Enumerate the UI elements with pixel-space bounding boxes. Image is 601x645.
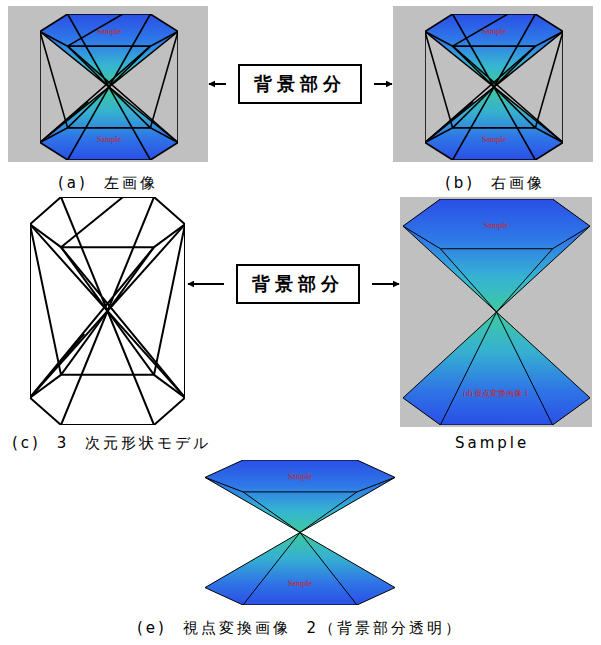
box-text: 背景部分: [254, 72, 346, 95]
label-box: 背景部分: [236, 264, 360, 304]
sub-caption: (e) 視点変換画像 2（背景部分透明）: [137, 619, 463, 637]
label-box: 背景部分: [238, 64, 362, 104]
texture-text: Sample: [482, 136, 506, 144]
box-text: 背景部分: [252, 272, 344, 295]
texture-text: Sample: [484, 222, 508, 230]
shape-model: [30, 197, 185, 425]
background-area: [393, 6, 593, 162]
background-area: [400, 197, 592, 427]
sub-caption: (a) 左画像: [58, 174, 158, 192]
sub-caption: (b) 右画像: [445, 174, 545, 192]
pointer-arrow: [209, 83, 226, 85]
rendered-shape: [403, 199, 590, 425]
sub-caption: Sample: [455, 434, 529, 452]
pointer-arrow: [374, 83, 392, 85]
texture-text: Sample: [288, 473, 312, 481]
rendered-shape: [205, 460, 395, 605]
wireframe-image: [40, 14, 178, 160]
texture-text: (d) 視点変換画像 1: [463, 390, 528, 398]
texture-text: Sample: [97, 136, 121, 144]
texture-text: Sample: [482, 28, 506, 36]
pointer-arrow: [188, 283, 224, 285]
texture-text: Sample: [288, 580, 312, 588]
sub-caption: (c) 3 次元形状モデル: [12, 434, 211, 452]
background-area: [8, 6, 208, 162]
texture-text: Sample: [97, 28, 121, 36]
wireframe-image: [425, 14, 563, 160]
pointer-arrow: [372, 283, 399, 285]
